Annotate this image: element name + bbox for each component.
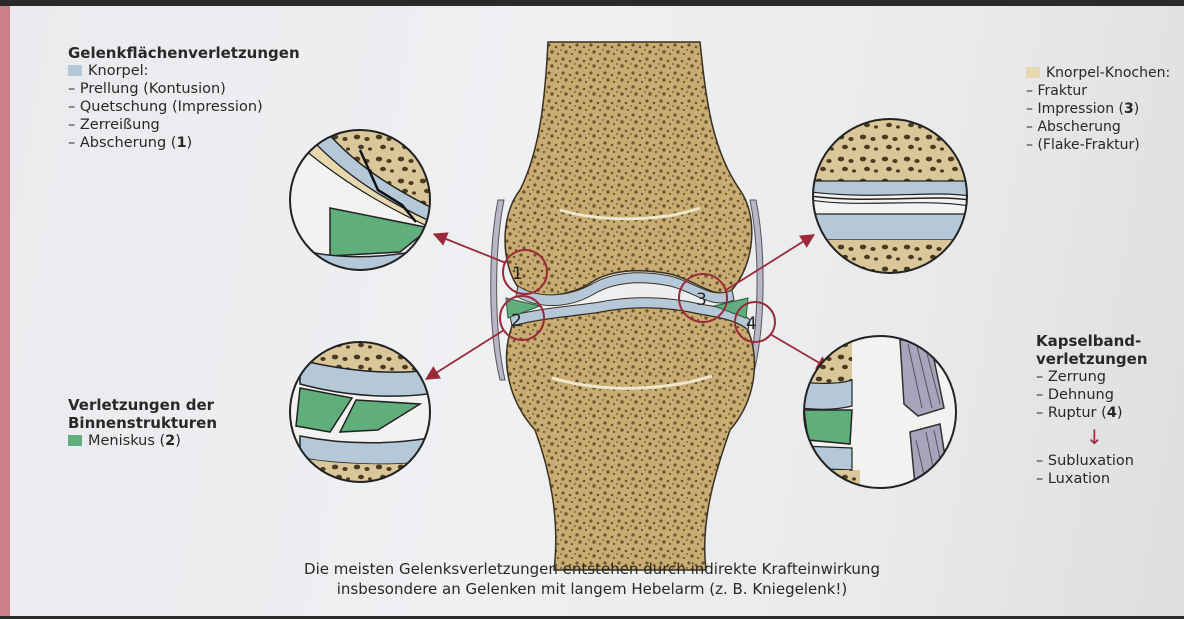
left-bottom-text-block: Verletzungen der Binnenstrukturen Menisk… xyxy=(68,396,217,450)
detail-meniscus-tear xyxy=(280,330,440,500)
list-item: – Impression (3) xyxy=(1026,100,1170,118)
list-item: – Luxation xyxy=(1036,470,1148,488)
list-item: – Dehnung xyxy=(1036,386,1148,404)
callout-number-1: 1 xyxy=(512,264,523,284)
left-top-text-block: Gelenkflächenverletzungen Knorpel: – Pre… xyxy=(68,44,300,152)
legend-cartilage-bone: Knorpel-Knochen: xyxy=(1026,64,1170,82)
figure-caption: Die meisten Gelenksverletzungen entstehe… xyxy=(0,559,1184,599)
tibia-bone xyxy=(507,308,755,570)
list-item: – Subluxation xyxy=(1036,452,1148,470)
heading-internal-structures-1: Verletzungen der xyxy=(68,396,217,414)
list-item: – (Flake-Fraktur) xyxy=(1026,136,1170,154)
callout-number-2: 2 xyxy=(511,311,522,331)
meniscus-swatch xyxy=(68,435,82,446)
callout-number-3: 3 xyxy=(696,290,707,310)
right-bottom-text-block: Kapselband- verletzungen – Zerrung – Deh… xyxy=(1036,332,1148,488)
detail-bone-impression xyxy=(810,115,970,280)
list-item: – Quetschung (Impression) xyxy=(68,98,300,116)
list-item: – Abscherung xyxy=(1026,118,1170,136)
arrow-to-detail-4 xyxy=(770,334,828,368)
cartilage-swatch xyxy=(68,65,82,76)
right-top-text-block: Knorpel-Knochen: – Fraktur – Impression … xyxy=(1026,64,1170,154)
list-item: – Ruptur (4) xyxy=(1036,404,1148,422)
caption-line-1: Die meisten Gelenksverletzungen entstehe… xyxy=(0,559,1184,579)
list-item: – Zerreißung xyxy=(68,116,300,134)
arrow-down-icon: ↓ xyxy=(1036,422,1148,452)
cartilage-bone-swatch xyxy=(1026,67,1040,78)
caption-line-2: insbesondere an Gelenken mit langem Hebe… xyxy=(0,579,1184,599)
list-item: – Fraktur xyxy=(1026,82,1170,100)
legend-cartilage: Knorpel: xyxy=(68,62,300,80)
list-item: – Abscherung (1) xyxy=(68,134,300,152)
callout-number-4: 4 xyxy=(746,314,757,334)
heading-joint-surface-injuries: Gelenkflächenverletzungen xyxy=(68,44,300,62)
legend-meniscus: Meniskus (2) xyxy=(68,432,217,450)
list-item: – Zerrung xyxy=(1036,368,1148,386)
detail-cartilage-shearing xyxy=(280,120,440,290)
heading-internal-structures-2: Binnenstrukturen xyxy=(68,414,217,432)
heading-ligament-injuries-2: verletzungen xyxy=(1036,350,1148,368)
arrow-to-detail-2 xyxy=(428,330,504,378)
list-item: – Prellung (Kontusion) xyxy=(68,80,300,98)
heading-ligament-injuries-1: Kapselband- xyxy=(1036,332,1148,350)
